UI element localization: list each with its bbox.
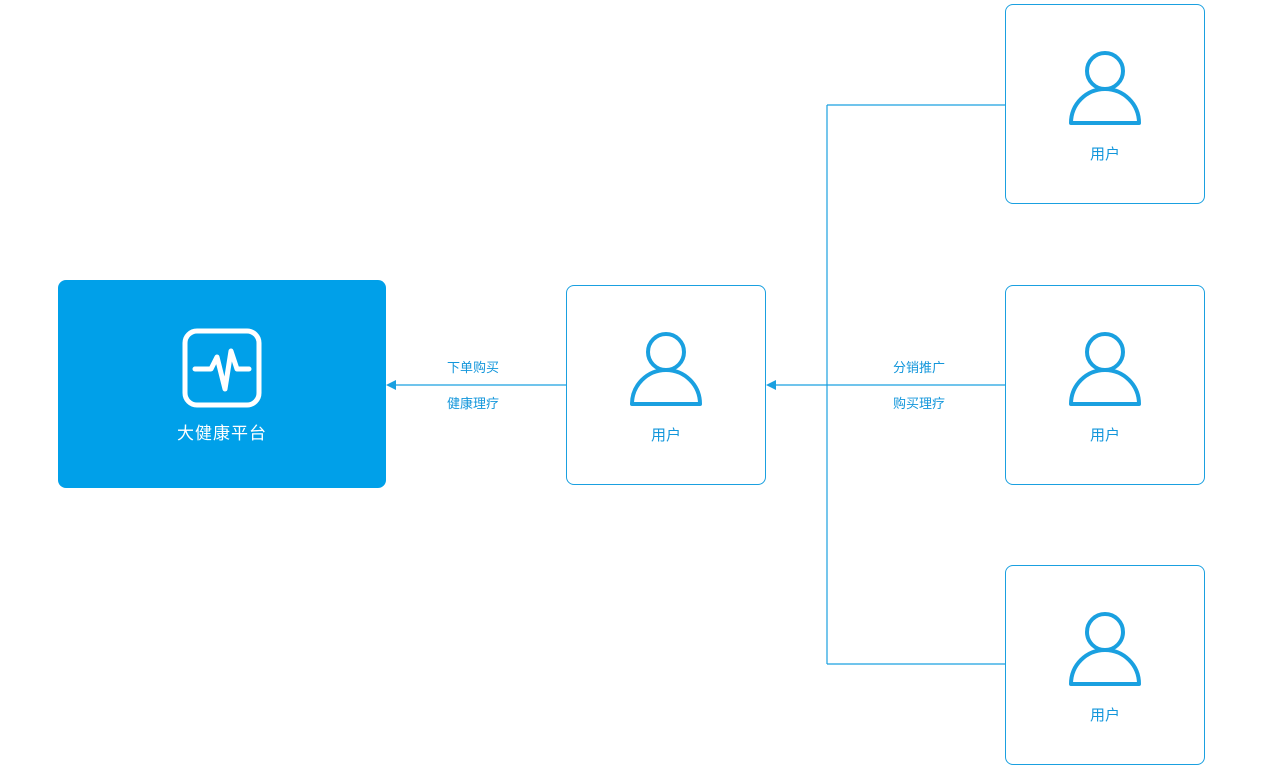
edge-label-buy-therapy: 购买理疗	[893, 396, 946, 411]
node-user-center[interactable]: 用户	[566, 285, 766, 485]
edge-label-distribution-promotion: 分销推广	[893, 360, 946, 375]
ecg-monitor-icon	[181, 327, 263, 409]
user-icon	[1062, 328, 1148, 414]
node-user-mid[interactable]: 用户	[1005, 285, 1205, 485]
node-user-top[interactable]: 用户	[1005, 4, 1205, 204]
edge-users-to-center	[766, 104, 1005, 665]
node-user-bottom-label: 用户	[1089, 706, 1120, 724]
node-platform[interactable]: 大健康平台	[58, 280, 386, 488]
node-user-center-label: 用户	[650, 426, 681, 444]
user-icon	[1062, 608, 1148, 694]
edge-label-health-therapy: 健康理疗	[447, 396, 500, 411]
node-platform-label: 大健康平台	[177, 423, 267, 443]
node-user-top-label: 用户	[1089, 145, 1120, 163]
node-user-mid-label: 用户	[1089, 426, 1120, 444]
edge-center-to-platform	[386, 380, 566, 390]
user-icon	[1062, 47, 1148, 133]
edge-label-order-purchase: 下单购买	[447, 360, 500, 375]
node-user-bottom[interactable]: 用户	[1005, 565, 1205, 765]
user-icon	[623, 328, 709, 414]
